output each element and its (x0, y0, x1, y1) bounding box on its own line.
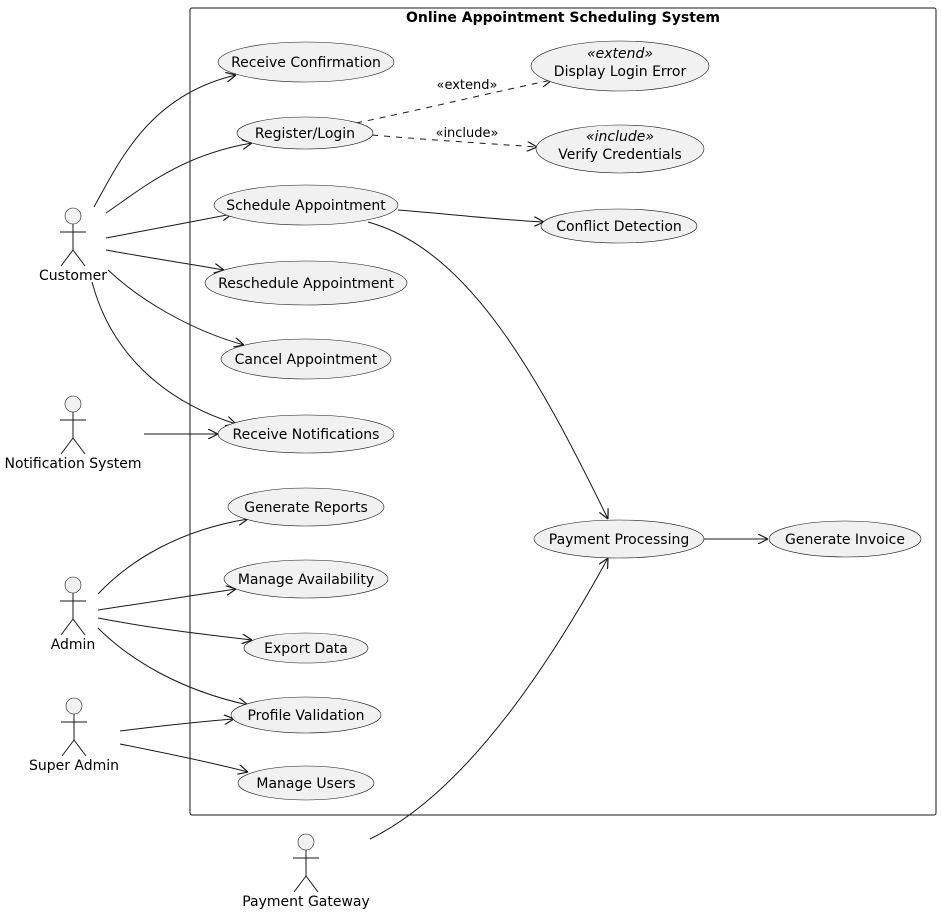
use-case-cancel-appointment[interactable]: Cancel Appointment (220, 338, 392, 380)
actor-super-admin[interactable]: Super Admin (29, 697, 119, 774)
actor-notification-system[interactable]: Notification System (5, 395, 142, 472)
actor-admin-label: Admin (51, 637, 96, 653)
edge-gateway-payment-processing (369, 558, 608, 840)
edge-register-extend (355, 80, 552, 124)
svg-text:Receive Confirmation: Receive Confirmation (231, 55, 381, 71)
svg-text:Reschedule Appointment: Reschedule Appointment (218, 276, 394, 292)
edge-schedule-conflict (397, 209, 544, 222)
edge-admin-generate-reports (97, 519, 248, 595)
svg-text:Register/Login: Register/Login (255, 126, 355, 142)
use-case-generate-reports[interactable]: Generate Reports (227, 487, 385, 527)
use-case-profile-validation[interactable]: Profile Validation (230, 696, 382, 734)
use-case-verify-credentials[interactable]: «include» Verify Credentials (535, 124, 705, 174)
edge-customer-receive-confirmation (93, 75, 236, 208)
svg-text:Generate Reports: Generate Reports (244, 500, 368, 516)
actor-admin[interactable]: Admin (51, 576, 96, 653)
svg-text:Export Data: Export Data (264, 641, 348, 657)
actor-super-admin-label: Super Admin (29, 758, 119, 774)
svg-text:Generate Invoice: Generate Invoice (785, 532, 905, 548)
edge-register-include (371, 134, 537, 147)
actor-customer-label: Customer (39, 268, 107, 284)
use-case-register-login[interactable]: Register/Login (236, 116, 374, 150)
svg-text:Receive Notifications: Receive Notifications (233, 427, 380, 443)
edge-admin-manage-availability (97, 589, 236, 611)
actor-notification-system-label: Notification System (5, 456, 142, 472)
edge-admin-profile-validation (97, 627, 248, 705)
use-case-manage-users[interactable]: Manage Users (237, 765, 375, 801)
edge-customer-schedule-appointment (105, 214, 232, 239)
edge-superadmin-profile-validation (119, 719, 234, 732)
svg-text:Manage Availability: Manage Availability (238, 572, 374, 588)
use-case-generate-invoice[interactable]: Generate Invoice (768, 520, 922, 558)
svg-text:Manage Users: Manage Users (256, 776, 355, 792)
edge-admin-export-data (97, 617, 252, 640)
use-case-manage-availability[interactable]: Manage Availability (223, 559, 389, 599)
use-case-payment-processing[interactable]: Payment Processing (533, 519, 705, 559)
system-title: Online Appointment Scheduling System (406, 10, 720, 26)
use-case-receive-confirmation[interactable]: Receive Confirmation (217, 41, 395, 83)
use-case-export-data[interactable]: Export Data (243, 632, 369, 664)
include-edge-label: «include» (435, 126, 498, 141)
connections (91, 75, 768, 840)
edge-customer-receive-notifications (91, 281, 236, 424)
actor-payment-gateway[interactable]: Payment Gateway (242, 833, 370, 910)
extend-edge-label: «extend» (437, 78, 498, 93)
use-case-conflict-detection[interactable]: Conflict Detection (540, 208, 698, 244)
svg-text:Profile Validation: Profile Validation (247, 708, 364, 724)
svg-text:«include»: «include» (586, 129, 654, 145)
svg-text:Cancel Appointment: Cancel Appointment (235, 352, 378, 368)
actor-customer[interactable]: Customer (39, 207, 107, 284)
edge-customer-cancel-appointment (107, 269, 244, 345)
svg-text:Conflict Detection: Conflict Detection (556, 219, 682, 235)
svg-text:Schedule Appointment: Schedule Appointment (226, 198, 386, 214)
system-boundary (189, 7, 937, 816)
edge-customer-register-login (105, 143, 252, 214)
edge-schedule-payment (367, 221, 608, 519)
actor-payment-gateway-label: Payment Gateway (242, 894, 370, 910)
edge-superadmin-manage-users (119, 743, 248, 772)
use-case-display-login-error[interactable]: «extend» Display Login Error (530, 40, 710, 92)
svg-text:«extend»: «extend» (587, 46, 653, 62)
use-case-schedule-appointment[interactable]: Schedule Appointment (213, 184, 399, 226)
svg-text:Verify Credentials: Verify Credentials (558, 147, 682, 163)
use-case-reschedule-appointment[interactable]: Reschedule Appointment (204, 260, 408, 306)
svg-text:Payment Processing: Payment Processing (549, 532, 690, 548)
use-case-receive-notifications[interactable]: Receive Notifications (217, 414, 395, 454)
svg-text:Display Login Error: Display Login Error (554, 64, 687, 80)
edge-customer-reschedule-appointment (105, 249, 224, 270)
